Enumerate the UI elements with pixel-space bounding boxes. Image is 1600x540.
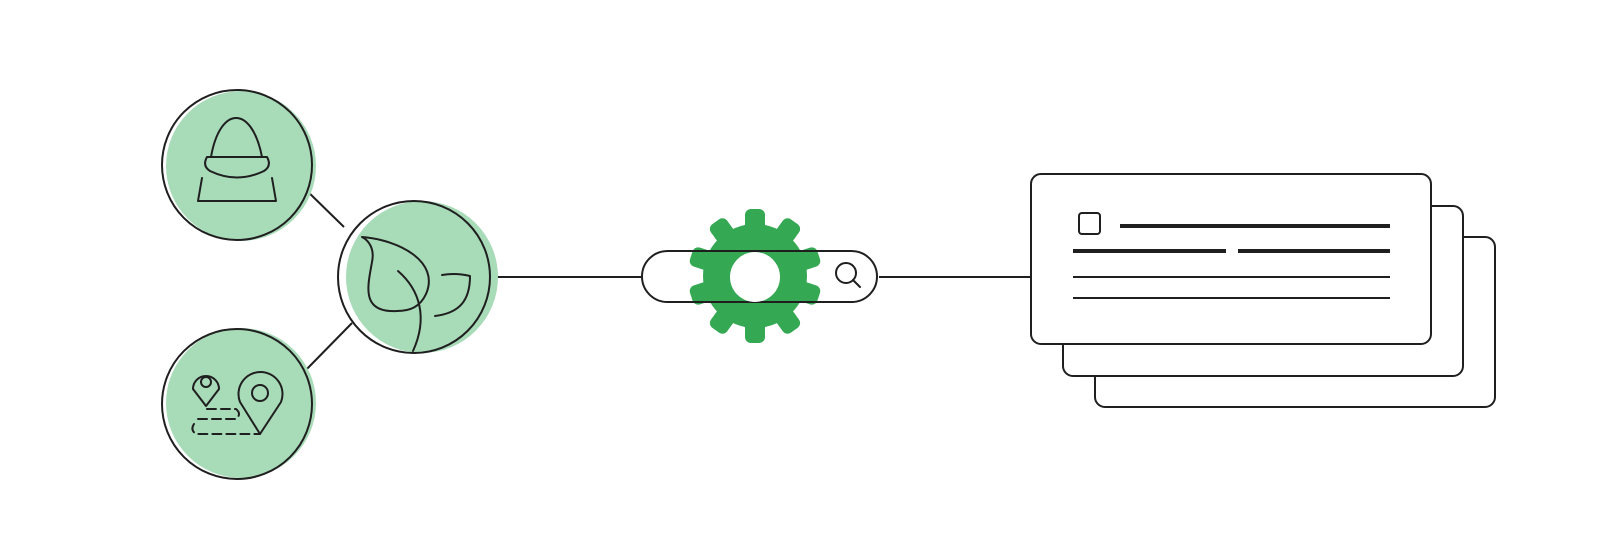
result-card-front bbox=[1030, 173, 1432, 345]
leaf-icon bbox=[361, 236, 471, 352]
node-leaves-fill bbox=[346, 201, 498, 353]
large-pin-icon bbox=[237, 371, 284, 435]
search-icon[interactable] bbox=[835, 262, 861, 288]
result-card-front-frame bbox=[1030, 173, 1432, 345]
node-handbag bbox=[161, 89, 316, 241]
node-leaves-outline bbox=[337, 200, 491, 354]
handbag-icon bbox=[197, 117, 277, 202]
checkbox-icon[interactable] bbox=[1078, 212, 1101, 235]
search-bar[interactable] bbox=[641, 250, 878, 303]
node-locations bbox=[161, 328, 316, 480]
node-leaves bbox=[337, 200, 498, 354]
gear-hub bbox=[730, 252, 780, 302]
gear-teeth bbox=[689, 209, 821, 343]
node-handbag-outline bbox=[161, 89, 313, 241]
node-handbag-fill bbox=[166, 91, 316, 241]
search-processor bbox=[641, 209, 878, 343]
connector-location-to-leaf bbox=[301, 322, 353, 375]
route-dashes bbox=[191, 408, 261, 435]
connector-lines bbox=[301, 185, 1031, 375]
result-cards-stack bbox=[1030, 173, 1496, 408]
node-locations-outline bbox=[161, 328, 313, 480]
map-pin-route-icon bbox=[191, 371, 284, 435]
